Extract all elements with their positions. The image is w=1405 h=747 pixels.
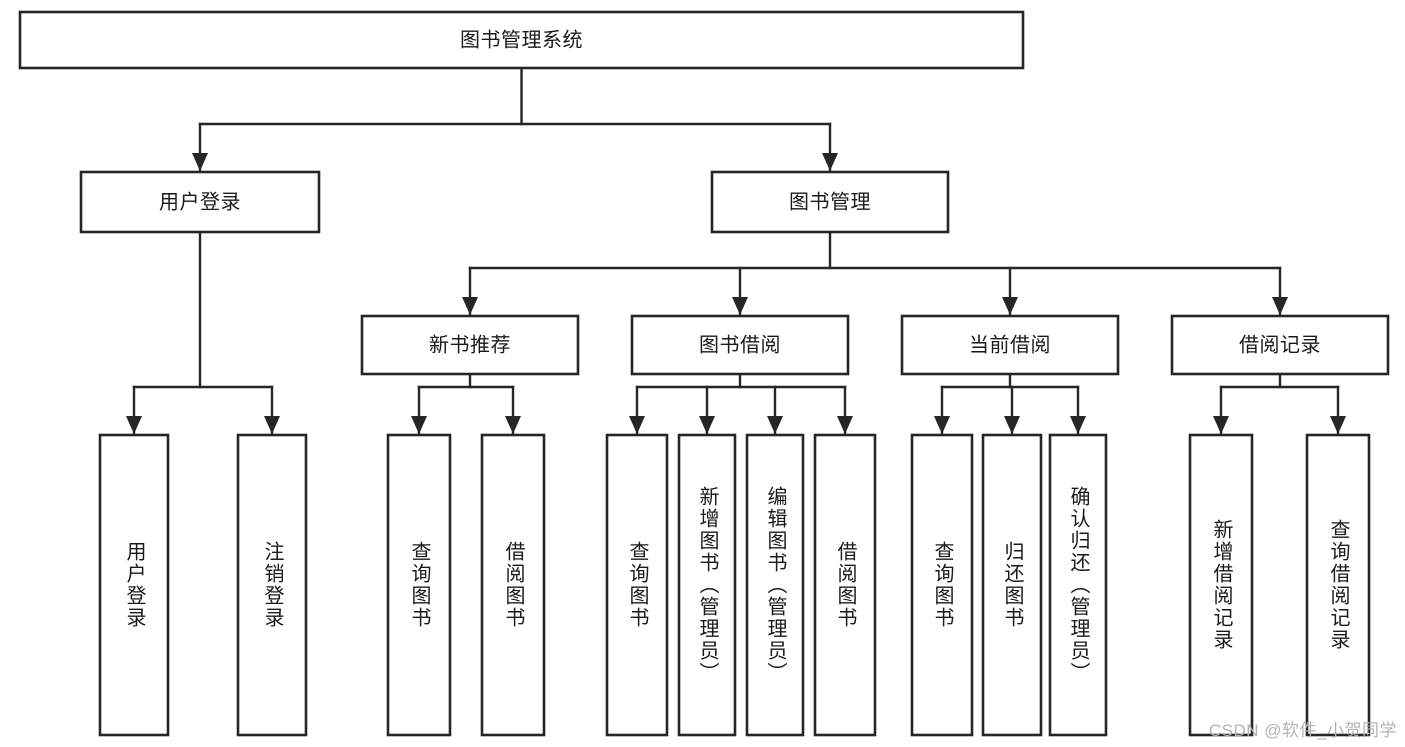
- arrow-head-leaf-edit-book-admin: [767, 416, 783, 434]
- arrow-head-leaf-user-logout: [264, 416, 280, 434]
- node-label-current-borrow: 当前借阅: [969, 333, 1051, 356]
- node-box-new-book-rec[interactable]: [360, 314, 580, 376]
- arrow-head-new-book-rec: [462, 297, 478, 315]
- arrow-head-leaf-rec-borrow-book: [505, 416, 521, 434]
- node-box-leaf-edit-book-admin[interactable]: [745, 433, 805, 737]
- arrow-head-user-login: [192, 153, 208, 171]
- arrow-head-leaf-confirm-return-admin: [1070, 416, 1086, 434]
- node-label-book-borrow: 图书借阅: [699, 333, 781, 356]
- node-box-book-manage[interactable]: [710, 170, 950, 234]
- arrow-head-book-manage: [822, 153, 838, 171]
- node-box-borrow-record[interactable]: [1170, 314, 1390, 376]
- arrow-head-leaf-add-book-admin: [699, 416, 715, 434]
- node-box-current-borrow[interactable]: [900, 314, 1120, 376]
- arrow-head-leaf-borrow-borrow-book: [837, 416, 853, 434]
- connector-layer: [126, 66, 1346, 435]
- node-box-leaf-user-login[interactable]: [98, 433, 170, 737]
- arrow-head-leaf-rec-query-book: [411, 416, 427, 434]
- node-box-leaf-add-book-admin[interactable]: [677, 433, 737, 737]
- watermark-text: CSDN @软件_小贺同学: [1208, 721, 1397, 740]
- node-box-user-login[interactable]: [79, 170, 321, 234]
- node-box-leaf-rec-query-book[interactable]: [386, 433, 452, 737]
- node-box-leaf-return-book[interactable]: [981, 433, 1043, 737]
- node-box-leaf-confirm-return-admin[interactable]: [1048, 433, 1108, 737]
- node-label-new-book-rec: 新书推荐: [429, 333, 511, 356]
- node-box-leaf-rec-borrow-book[interactable]: [480, 433, 546, 737]
- arrow-head-current-borrow: [1002, 297, 1018, 315]
- node-box-root[interactable]: [18, 10, 1025, 70]
- arrow-head-leaf-cur-query-book: [934, 416, 950, 434]
- arrow-head-leaf-add-borrow-record: [1213, 416, 1229, 434]
- node-label-book-manage: 图书管理: [789, 190, 871, 213]
- arrow-head-leaf-query-borrow-record: [1330, 416, 1346, 434]
- node-box-leaf-add-borrow-record[interactable]: [1188, 433, 1254, 737]
- arrow-head-leaf-return-book: [1004, 416, 1020, 434]
- node-box-layer: [18, 10, 1390, 737]
- node-box-leaf-cur-query-book[interactable]: [910, 433, 974, 737]
- arrow-head-borrow-record: [1272, 297, 1288, 315]
- node-box-leaf-user-logout[interactable]: [236, 433, 308, 737]
- node-label-root: 图书管理系统: [460, 28, 583, 51]
- node-label-user-login: 用户登录: [159, 190, 241, 213]
- arrow-head-leaf-borrow-query-book: [629, 416, 645, 434]
- node-box-book-borrow[interactable]: [630, 314, 850, 376]
- node-label-borrow-record: 借阅记录: [1239, 333, 1321, 356]
- node-box-leaf-borrow-query-book[interactable]: [605, 433, 669, 737]
- arrow-head-book-borrow: [732, 297, 748, 315]
- node-box-leaf-query-borrow-record[interactable]: [1305, 433, 1371, 737]
- node-box-leaf-borrow-borrow-book[interactable]: [813, 433, 877, 737]
- arrow-head-leaf-user-login: [126, 416, 142, 434]
